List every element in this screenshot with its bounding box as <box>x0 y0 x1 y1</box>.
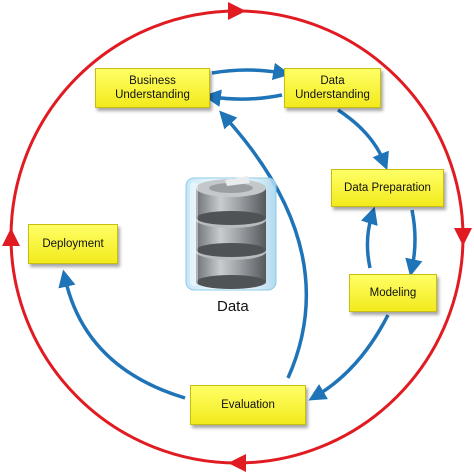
outer-arrow-bottom-right <box>228 236 465 472</box>
center-data-label: Data <box>217 298 249 315</box>
arrow-data-understanding-to-preparation <box>337 108 389 171</box>
phase-evaluation: Evaluation <box>190 385 306 425</box>
arrow-data-understanding-to-business <box>203 89 283 107</box>
arrow-preparation-to-modeling <box>405 209 423 277</box>
database-icon <box>185 176 277 291</box>
phase-data-understanding: Data Understanding <box>284 68 381 108</box>
outer-arrow-top-left <box>9 2 246 238</box>
phase-modeling: Modeling <box>349 274 437 312</box>
process-arrows <box>58 62 423 401</box>
phase-deployment: Deployment <box>28 224 118 264</box>
outer-arrow-top-right <box>236 9 472 246</box>
phase-label: Data Preparation <box>344 182 431 194</box>
phase-business-understanding: Business Understanding <box>95 68 210 108</box>
outer-arrow-bottom-left <box>2 228 238 465</box>
phase-label: Evaluation <box>221 399 275 411</box>
arrow-modeling-to-preparation <box>361 206 378 269</box>
arrow-modeling-to-evaluation <box>308 314 390 401</box>
phase-label: Business Understanding <box>115 75 190 101</box>
arrow-business-to-data-understanding <box>211 62 291 81</box>
phase-label: Data Understanding <box>295 75 370 101</box>
phase-data-preparation: Data Preparation <box>331 169 444 207</box>
arrow-evaluation-to-business <box>219 110 309 379</box>
phase-label: Deployment <box>42 238 104 250</box>
phase-label: Modeling <box>369 287 417 299</box>
arrow-evaluation-to-deployment <box>58 269 186 400</box>
